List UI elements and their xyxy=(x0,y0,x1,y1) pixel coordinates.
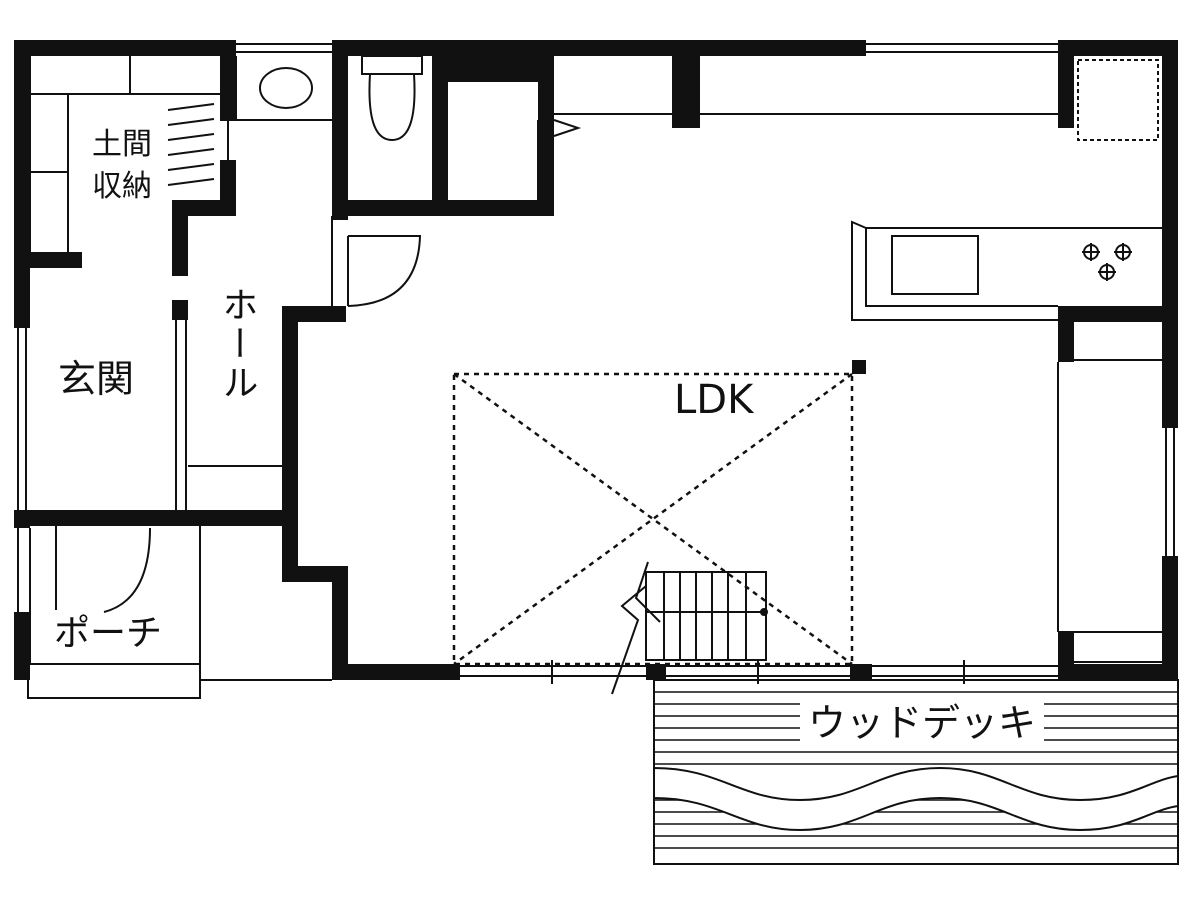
label-storage-line1: 土間 xyxy=(92,127,152,162)
fixtures xyxy=(17,43,1175,699)
sink-icon xyxy=(259,67,313,109)
label-porch: ポーチ xyxy=(54,613,163,654)
label-entrance: 玄関 xyxy=(58,357,135,401)
toilet-icon xyxy=(361,55,423,142)
label-hall: ホール xyxy=(216,286,258,403)
stair-marker xyxy=(760,608,768,616)
stove-burner-icon xyxy=(1082,243,1132,281)
deck-break-wave xyxy=(653,766,1179,832)
kitchen-sink-icon xyxy=(891,235,979,295)
exterior-walls xyxy=(14,40,1178,680)
label-storage-line2: 収納 xyxy=(92,169,152,204)
open-ceiling-marker xyxy=(452,372,854,666)
label-wood-deck: ウッドデッキ xyxy=(800,702,1045,745)
staircase-icon xyxy=(611,561,767,695)
label-ldk: LDK xyxy=(674,377,754,423)
